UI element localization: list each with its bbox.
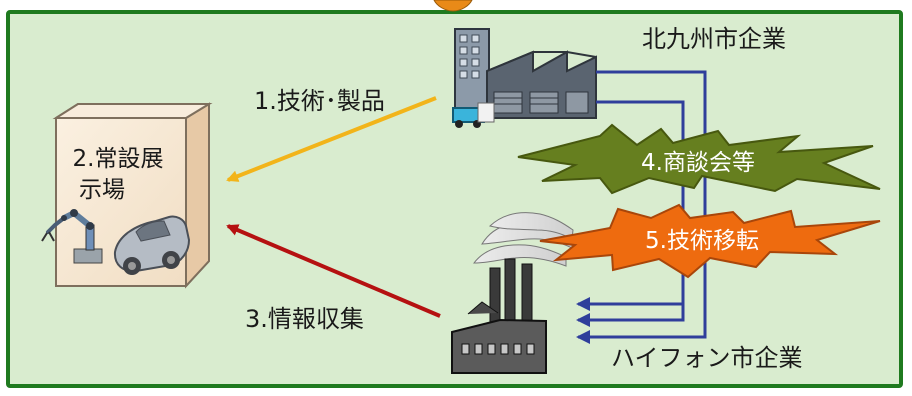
diagram-panel [6,10,903,388]
tech-products-label: 1.技術･製品 [254,87,385,115]
info-collection-arrow [226,224,441,318]
modern-factory-icon [452,28,597,128]
tech-transfer-burst [539,203,881,279]
smokestack-factory-icon [451,212,574,374]
tech-transfer-label: 5.技術移転 [645,228,759,254]
kitakyushu-company-label: 北九州市企業 [642,25,786,53]
blue-connector-top [576,70,707,344]
tech-products-arrow [226,96,437,182]
business-meetings-burst [517,123,881,195]
blue-connector-lower [576,304,685,327]
info-collection-label: 3.情報収集 [245,305,364,333]
business-meetings-label: 4.商談会等 [641,150,755,176]
showroom-label-line2: 示場 [79,177,125,203]
blue-connector-middle [576,100,685,311]
showroom-label-line1: 2.常設展 [73,146,164,172]
car-icon [113,215,191,275]
robot-arm-icon [41,209,103,264]
top-cap-ornament [433,0,473,12]
haiphong-company-label: ハイフォン市企業 [611,344,803,372]
